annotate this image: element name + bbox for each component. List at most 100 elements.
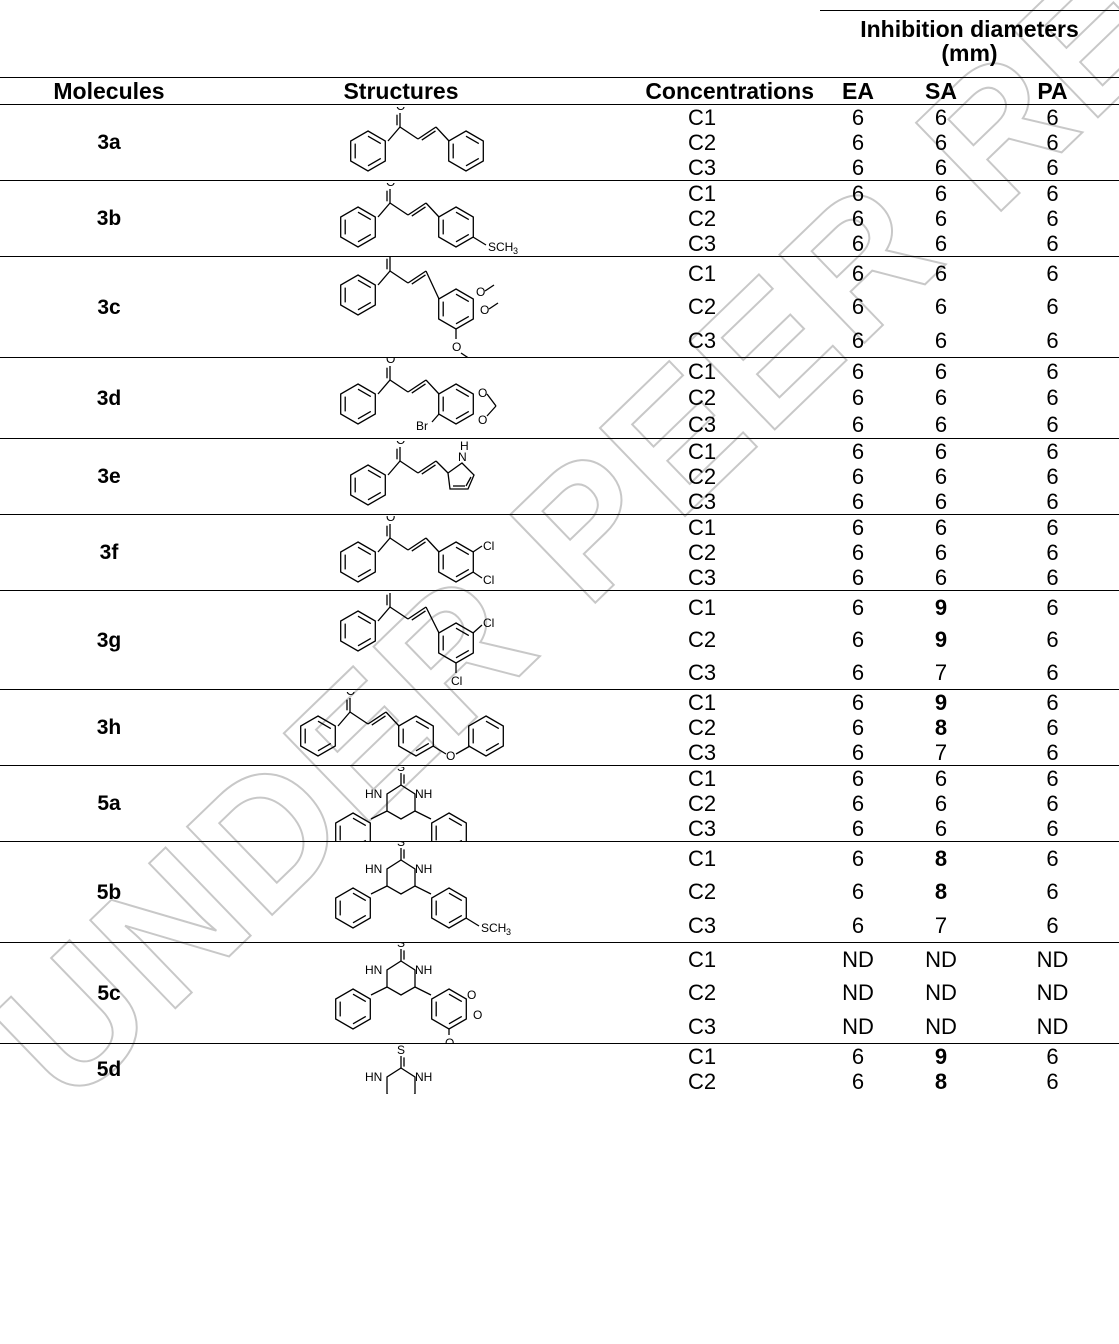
ea-value: ND — [842, 980, 874, 1006]
ea-value: 6 — [820, 104, 896, 130]
pa-value: 6 — [1046, 1069, 1059, 1094]
pa-value: 6 — [1046, 565, 1059, 590]
molecule-id: 3e — [0, 438, 218, 515]
col-sa: SA — [896, 77, 986, 105]
sa-value: 6 — [896, 356, 986, 385]
pa-value: 6 — [1046, 385, 1059, 411]
pa-value: 6 — [986, 765, 1119, 791]
sa-value: 9 — [896, 1043, 986, 1069]
inhibition-diameters-header: Inhibition diameters (mm) — [820, 10, 1119, 78]
concentration-cell: C2 — [687, 879, 717, 905]
concentration-cell: C2 — [687, 294, 717, 320]
sa-value: 6 — [934, 791, 948, 816]
ea-value: 6 — [820, 689, 896, 715]
table-row: 3hOOC1696 — [0, 689, 1119, 766]
pa-value: 6 — [1046, 660, 1059, 686]
sa-value: 6 — [934, 540, 948, 565]
sa-value: 7 — [934, 912, 948, 938]
oxygen-label: O — [386, 183, 395, 189]
ea-value: ND — [820, 942, 896, 977]
ea-value: 6 — [820, 765, 896, 791]
concentration-cell: C3 — [687, 327, 717, 353]
molecule-id: 5c — [0, 942, 218, 1044]
molecule-id: 3b — [0, 180, 218, 257]
concentration-cell: C1 — [584, 942, 820, 977]
concentration-cell: C2 — [687, 1069, 717, 1094]
pa-value: ND — [986, 942, 1119, 977]
pa-value: 6 — [986, 689, 1119, 715]
concentration-cell: C3 — [687, 816, 717, 841]
oxygen-label: O — [386, 358, 395, 366]
sa-value: 6 — [934, 155, 948, 180]
pa-value: 6 — [986, 438, 1119, 464]
ea-value: 6 — [820, 1043, 896, 1069]
ea-value: 6 — [851, 130, 865, 155]
pa-value: ND — [1036, 1013, 1069, 1039]
ea-value: 6 — [851, 327, 865, 353]
structure-3e: ONH — [350, 441, 475, 506]
sch3-label: SCH — [481, 921, 506, 935]
group-label-line1: Inhibition diameters — [860, 16, 1079, 42]
ea-value: ND — [842, 1013, 874, 1039]
concentration-cell: C2 — [687, 791, 717, 816]
col-structures: Structures — [218, 77, 584, 105]
nh-label: NH — [415, 963, 432, 977]
ea-value: 6 — [851, 385, 865, 411]
ea-value: 6 — [851, 294, 865, 320]
concentration-cell: C2 — [687, 206, 717, 231]
oxygen-label: O — [478, 386, 487, 400]
hn-label: HN — [365, 963, 382, 977]
concentration-cell: C1 — [584, 356, 820, 385]
oxygen-label: O — [386, 516, 395, 524]
concentration-cell: C1 — [584, 438, 820, 464]
pa-value: 6 — [1046, 464, 1059, 489]
molecule-id: 5d — [0, 1043, 218, 1094]
ea-value: 6 — [851, 912, 865, 938]
col-molecules: Molecules — [0, 77, 218, 105]
sa-value: 6 — [896, 438, 986, 464]
oxygen-label: O — [473, 1008, 482, 1022]
ea-value: 6 — [851, 489, 865, 514]
sa-value: 9 — [896, 589, 986, 624]
sulfur-label: S — [397, 943, 405, 950]
pa-value: 6 — [1046, 294, 1059, 320]
table-row: 3gOClClC1696 — [0, 589, 1119, 690]
concentration-cell: C3 — [687, 1013, 717, 1039]
ea-value: 6 — [851, 879, 865, 905]
chlorine-label: Cl — [483, 539, 494, 553]
col-ea: EA — [820, 77, 896, 105]
sa-value: ND — [925, 1013, 957, 1039]
molecule-id: 3c — [0, 256, 218, 358]
pa-value: 6 — [986, 514, 1119, 540]
pa-value: 6 — [1046, 206, 1059, 231]
sa-value: 9 — [896, 689, 986, 715]
sa-value: 6 — [934, 327, 948, 353]
pa-value: 6 — [1046, 155, 1059, 180]
molecule-id: 3h — [0, 689, 218, 766]
molecule-id: 5b — [0, 841, 218, 943]
concentration-cell: C3 — [687, 740, 717, 765]
concentration-cell: C1 — [584, 841, 820, 876]
concentration-cell: C1 — [584, 589, 820, 624]
concentration-cell: C1 — [584, 1043, 820, 1069]
